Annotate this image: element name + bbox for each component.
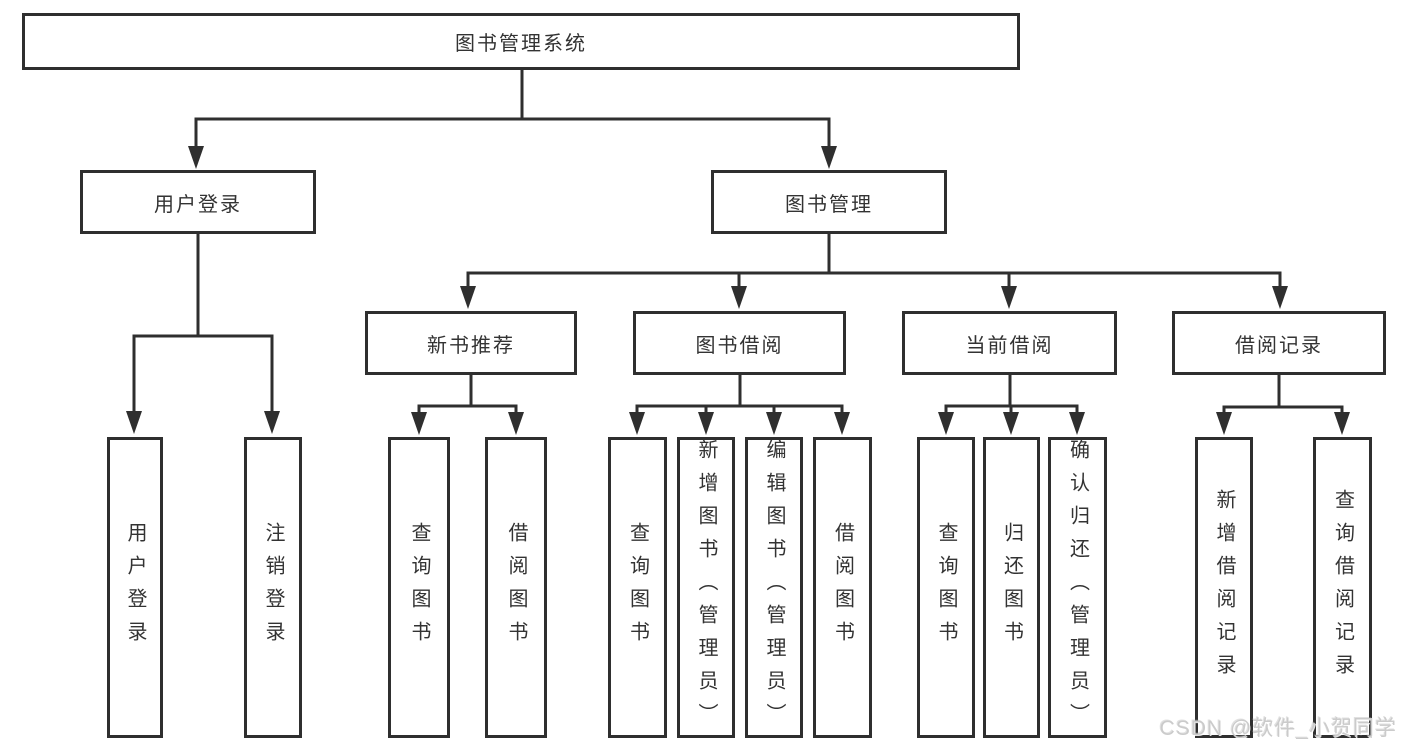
- node-root-label: 图书管理系统: [455, 33, 587, 55]
- leaf-query-books-borrow: 查询图书: [608, 437, 667, 738]
- node-borrow-records-label: 借阅记录: [1235, 334, 1323, 357]
- arrowheads-bookborrow-leaves: [629, 412, 850, 435]
- arrowheads-level3: [460, 286, 1288, 309]
- leaf-borrow-books: 借阅图书: [813, 437, 872, 738]
- edge-userlogin-to-leaves: [132, 234, 274, 414]
- edge-root-to-level2: [194, 70, 831, 150]
- node-user-login-label: 用户登录: [154, 193, 242, 216]
- arrowheads-newbook-leaves: [411, 412, 524, 435]
- edge-borrowrecords-to-leaves: [1222, 375, 1344, 416]
- leaf-query-books-borrow-label: 查询图书: [626, 521, 649, 654]
- edge-currentborrow-to-leaves: [944, 375, 1079, 416]
- leaf-return-books-label: 归还图书: [1000, 521, 1023, 654]
- arrowheads-currentborrow-leaves: [938, 412, 1085, 435]
- leaf-add-borrow-record-label: 新增借阅记录: [1213, 488, 1235, 687]
- node-current-borrow-label: 当前借阅: [965, 334, 1054, 357]
- csdn-watermark: CSDN @软件_小贺同学: [1159, 717, 1397, 740]
- node-root-library-system: 图书管理系统: [22, 13, 1020, 70]
- leaf-borrow-books-label: 借阅图书: [831, 521, 854, 654]
- leaf-logout: 注销登录: [244, 437, 302, 738]
- leaf-query-borrow-record-label: 查询借阅记录: [1331, 488, 1354, 687]
- leaf-query-books-recommend: 查询图书: [388, 437, 450, 738]
- arrowheads-level2: [188, 146, 837, 169]
- leaf-confirm-return-admin-label: 确认归还（管理员）: [1066, 439, 1089, 736]
- leaf-borrow-books-recommend: 借阅图书: [485, 437, 547, 738]
- leaf-query-books-current: 查询图书: [917, 437, 975, 738]
- leaf-add-books-admin: 新增图书（管理员）: [677, 437, 735, 738]
- node-current-borrow: 当前借阅: [902, 311, 1117, 375]
- leaf-query-books-recommend-label: 查询图书: [408, 521, 430, 654]
- edge-bookborrow-to-leaves: [635, 375, 844, 416]
- leaf-query-borrow-record: 查询借阅记录: [1313, 437, 1372, 738]
- edge-bookmgmt-to-level3: [466, 234, 1282, 290]
- node-book-borrow-label: 图书借阅: [695, 334, 784, 357]
- node-borrow-records: 借阅记录: [1172, 311, 1386, 375]
- leaf-add-borrow-record: 新增借阅记录: [1195, 437, 1253, 738]
- node-book-management-label: 图书管理: [785, 193, 873, 216]
- node-user-login: 用户登录: [80, 170, 316, 234]
- leaf-borrow-books-recommend-label: 借阅图书: [505, 521, 527, 654]
- node-new-book-recommend: 新书推荐: [365, 311, 577, 375]
- leaf-logout-label: 注销登录: [262, 521, 284, 654]
- leaf-user-login-label: 用户登录: [124, 521, 146, 654]
- node-new-book-recommend-label: 新书推荐: [427, 334, 515, 357]
- leaf-user-login: 用户登录: [107, 437, 163, 738]
- node-book-management: 图书管理: [711, 170, 947, 234]
- arrowheads-userlogin-leaves: [126, 411, 280, 434]
- edge-newbook-to-leaves: [417, 375, 518, 416]
- leaf-confirm-return-admin: 确认归还（管理员）: [1048, 437, 1107, 738]
- leaf-edit-books-admin: 编辑图书（管理员）: [745, 437, 803, 738]
- leaf-edit-books-admin-label: 编辑图书（管理员）: [763, 439, 785, 736]
- leaf-return-books: 归还图书: [983, 437, 1040, 738]
- leaf-add-books-admin-label: 新增图书（管理员）: [695, 439, 717, 736]
- node-book-borrow: 图书借阅: [633, 311, 846, 375]
- leaf-query-books-current-label: 查询图书: [935, 521, 957, 654]
- arrowheads-borrowrecords-leaves: [1216, 412, 1350, 435]
